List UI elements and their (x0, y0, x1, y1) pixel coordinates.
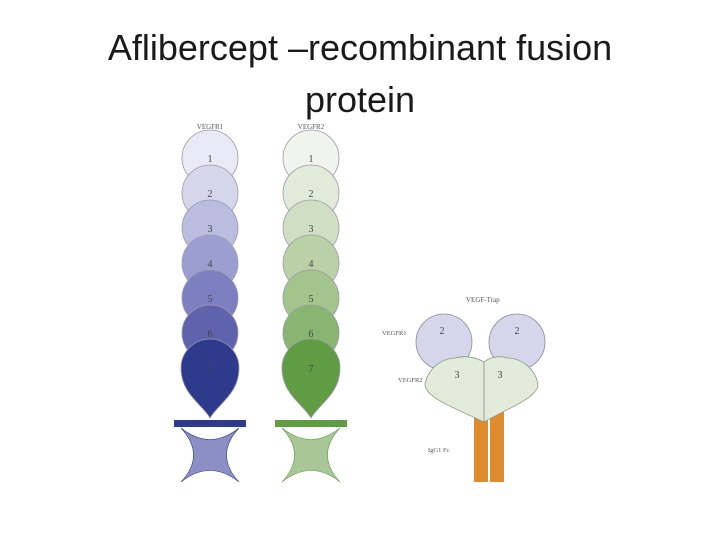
trap-vegfr2-number-left: 3 (455, 370, 460, 381)
trap-fc-label: IgG1 Fc (428, 447, 450, 454)
receptor-vegfr2: VEGFR2 1 2 3 4 5 6 7 (275, 123, 347, 483)
vegf-trap: VEGF-Trap VEGFR1 VEGFR2 IgG1 Fc 2 2 3 3 (382, 296, 546, 482)
trap-vegfr2-number-right: 3 (498, 370, 503, 381)
fc-chain-left (474, 410, 488, 482)
receptor-2-domain-number-7: 7 (309, 364, 314, 375)
receptor-2-domain-number-3: 3 (309, 224, 314, 235)
slide-title-line-1: Aflibercept –recombinant fusion (107, 27, 613, 68)
receptor-1-domain-number-7: 7 (208, 364, 213, 375)
receptor-2-domain-number-5: 5 (309, 294, 314, 305)
trap-label: VEGF-Trap (466, 296, 500, 304)
vegfr1-transmembrane-bar (174, 420, 246, 427)
receptor-2-domain-number-4: 4 (309, 259, 314, 270)
vegfr1-intracellular-domain (180, 427, 240, 483)
receptor-2-domain-number-6: 6 (309, 329, 314, 340)
receptor-1-domain-number-5: 5 (208, 294, 213, 305)
vegfr2-transmembrane-bar (275, 420, 347, 427)
receptor-2-domain-number-2: 2 (309, 189, 314, 200)
receptor-1-domain-number-1: 1 (208, 154, 213, 165)
vegfr2-domains: 1 2 3 4 5 6 7 (281, 129, 341, 419)
trap-vegfr1-number-left: 2 (440, 326, 445, 337)
receptor-1-domain-number-2: 2 (208, 189, 213, 200)
slide-title-line-2: protein (304, 79, 416, 120)
receptor-label-vegfr1: VEGFR1 (197, 123, 224, 131)
vegfr2-intracellular-domain (281, 427, 341, 483)
vegfr1-domains: 1 2 3 4 5 6 7 (180, 129, 240, 419)
fc-chain-right (490, 410, 504, 482)
trap-vegfr1-label: VEGFR1 (382, 330, 407, 337)
receptor-1-domain-number-6: 6 (208, 329, 213, 340)
receptor-2-domain-number-1: 1 (309, 154, 314, 165)
trap-vegfr2-label: VEGFR2 (398, 377, 423, 384)
receptor-label-vegfr2: VEGFR2 (298, 123, 325, 131)
receptor-1-domain-number-3: 3 (208, 224, 213, 235)
receptor-vegfr1: VEGFR1 1 2 3 4 5 6 7 (174, 123, 246, 483)
slide-title: Aflibercept –recombinant fusion protein (0, 22, 720, 126)
trap-vegfr1-number-right: 2 (515, 326, 520, 337)
receptor-1-domain-7 (180, 338, 240, 419)
trap-vegfr2-domain-right (483, 356, 539, 423)
receptor-2-domain-7 (281, 338, 341, 419)
receptor-1-domain-number-4: 4 (208, 259, 213, 270)
trap-vegfr2-domain-left (424, 356, 485, 423)
